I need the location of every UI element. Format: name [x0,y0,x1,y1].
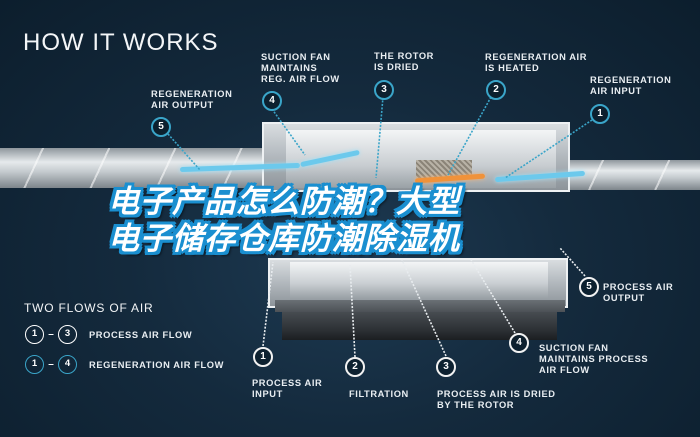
label-line: REGENERATION [590,75,672,85]
label-line: AIR OUTPUT [151,100,214,110]
regen-label-3: THE ROTOR IS DRIED [374,51,434,73]
label-line: SUCTION FAN [261,52,331,62]
label-line: IS DRIED [374,62,420,72]
label-line: MAINTAINS PROCESS [539,354,649,364]
process-step-4-badge: 4 [509,333,529,353]
overlay-title: 电子产品怎么防潮？大型 电子储存仓库防潮除湿机 [108,184,598,258]
legend-dash: – [48,329,54,340]
label-line: REGENERATION [151,89,233,99]
label-line: IS HEATED [485,63,540,73]
process-label-1: PROCESS AIR INPUT [252,378,322,400]
process-step-2-badge: 2 [345,357,365,377]
label-line: SUCTION FAN [539,343,609,353]
legend-from-badge: 1 [25,325,44,344]
label-line: FILTRATION [349,389,409,399]
legend-title: TWO FLOWS OF AIR [24,301,154,315]
process-step-3-badge: 3 [436,357,456,377]
overlay-title-line-2: 电子储存仓库防潮除湿机 [108,221,460,257]
overlay-title-line-1: 电子产品怎么防潮？大型 [108,184,460,220]
process-label-2: FILTRATION [349,389,409,400]
label-line: REG. AIR FLOW [261,74,340,84]
legend-to-badge: 4 [58,355,77,374]
regen-label-1: REGENERATION AIR INPUT [590,75,671,97]
process-label-4: SUCTION FAN MAINTAINS PROCESS AIR FLOW [539,343,648,376]
regen-step-2-badge: 2 [486,80,506,100]
process-step-1-badge: 1 [253,347,273,367]
legend-row-regeneration: 1 – 4 REGENERATION AIR FLOW [25,355,224,374]
process-step-5-badge: 5 [579,277,599,297]
label-line: REGENERATION AIR [485,52,588,62]
legend-from-badge: 1 [25,355,44,374]
label-line: OUTPUT [603,293,645,303]
regen-step-3-badge: 3 [374,80,394,100]
label-line: MAINTAINS [261,63,318,73]
cabinet-lower-interior [290,262,548,298]
legend-row-process: 1 – 3 PROCESS AIR FLOW [25,325,192,344]
label-line: PROCESS AIR [603,282,674,292]
regen-step-5-badge: 5 [151,117,171,137]
label-line: PROCESS AIR IS DRIED [437,389,556,399]
label-line: AIR INPUT [590,86,642,96]
legend-label: PROCESS AIR FLOW [89,329,193,340]
label-line: AIR FLOW [539,365,590,375]
cabinet-floor [275,300,565,312]
regen-step-1-badge: 1 [590,104,610,124]
label-line: THE ROTOR [374,51,434,61]
legend-label: REGENERATION AIR FLOW [89,359,225,370]
regen-label-2: REGENERATION AIR IS HEATED [485,52,587,74]
regen-label-4: SUCTION FAN MAINTAINS REG. AIR FLOW [261,52,340,85]
label-line: BY THE ROTOR [437,400,515,410]
label-line: PROCESS AIR [252,378,323,388]
label-line: INPUT [252,389,283,399]
headline: HOW IT WORKS [23,29,219,56]
legend-dash: – [48,359,54,370]
regen-label-5: REGENERATION AIR OUTPUT [151,89,232,111]
process-label-3: PROCESS AIR IS DRIED BY THE ROTOR [437,389,556,411]
process-label-5: PROCESS AIR OUTPUT [603,282,673,304]
legend-to-badge: 3 [58,325,77,344]
regen-step-4-badge: 4 [262,91,282,111]
